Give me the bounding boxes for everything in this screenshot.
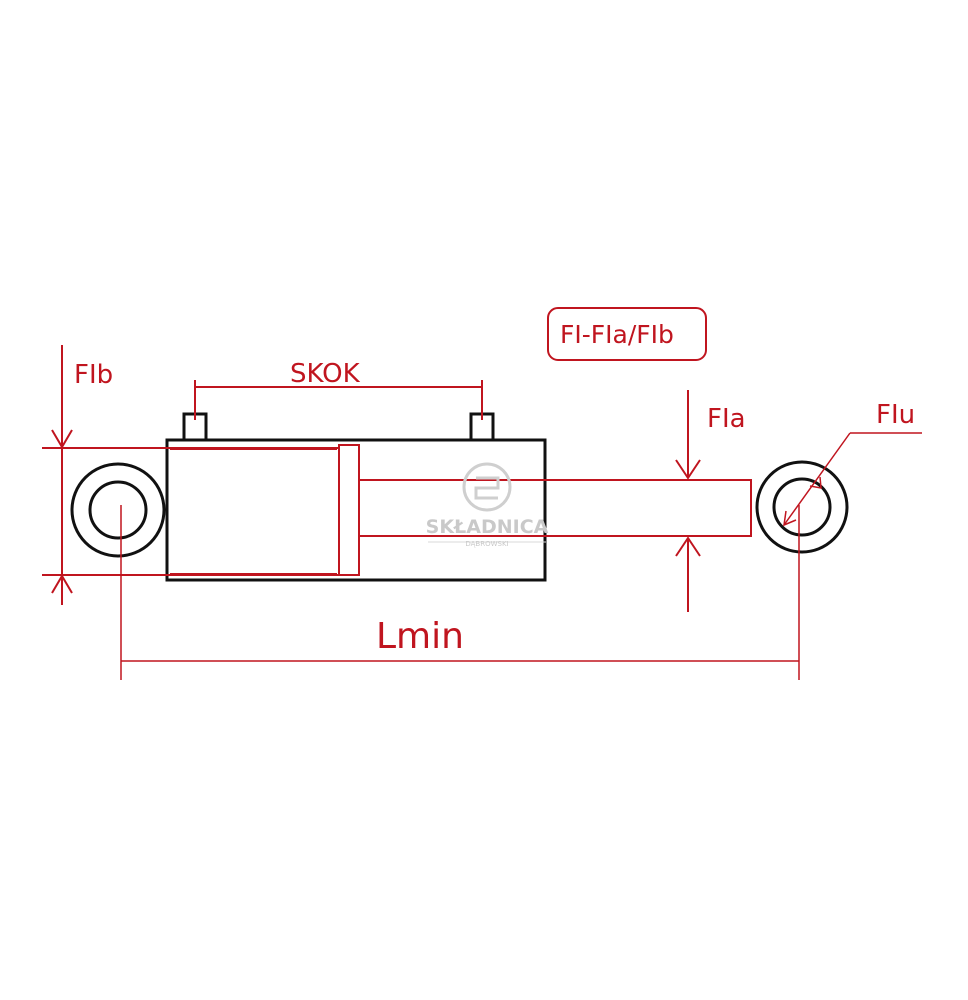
left-eye-inner	[88, 480, 148, 540]
skok-dimension	[194, 380, 483, 420]
piston-rod	[358, 479, 752, 537]
formula-box	[547, 307, 707, 361]
fiu-arrow	[783, 432, 922, 527]
label-fia: FIa	[707, 404, 746, 434]
cylinder-drawing	[70, 412, 849, 582]
label-skok: SKOK	[290, 359, 361, 389]
watermark-sub: DĄBROWSKI	[465, 540, 508, 548]
label-fib: FIb	[74, 360, 113, 390]
label-lmin: Lmin	[376, 616, 464, 657]
left-eye-outer	[70, 462, 166, 558]
watermark-name: SKŁADNICA	[426, 516, 549, 538]
cylinder-barrel	[165, 438, 547, 582]
fib-dimension	[42, 345, 338, 605]
right-eye-inner	[772, 477, 832, 537]
internal-parts	[170, 444, 752, 576]
right-eye-outer	[755, 460, 849, 554]
label-fiu: FIu	[876, 400, 915, 430]
watermark-logo: SKŁADNICA DĄBROWSKI	[426, 462, 549, 548]
watermark-emblem-icon	[462, 462, 512, 512]
fia-arrows	[675, 390, 701, 612]
piston	[338, 444, 360, 576]
lmin-dimension	[120, 505, 800, 680]
label-formula: FI-FIa/FIb	[560, 320, 674, 349]
